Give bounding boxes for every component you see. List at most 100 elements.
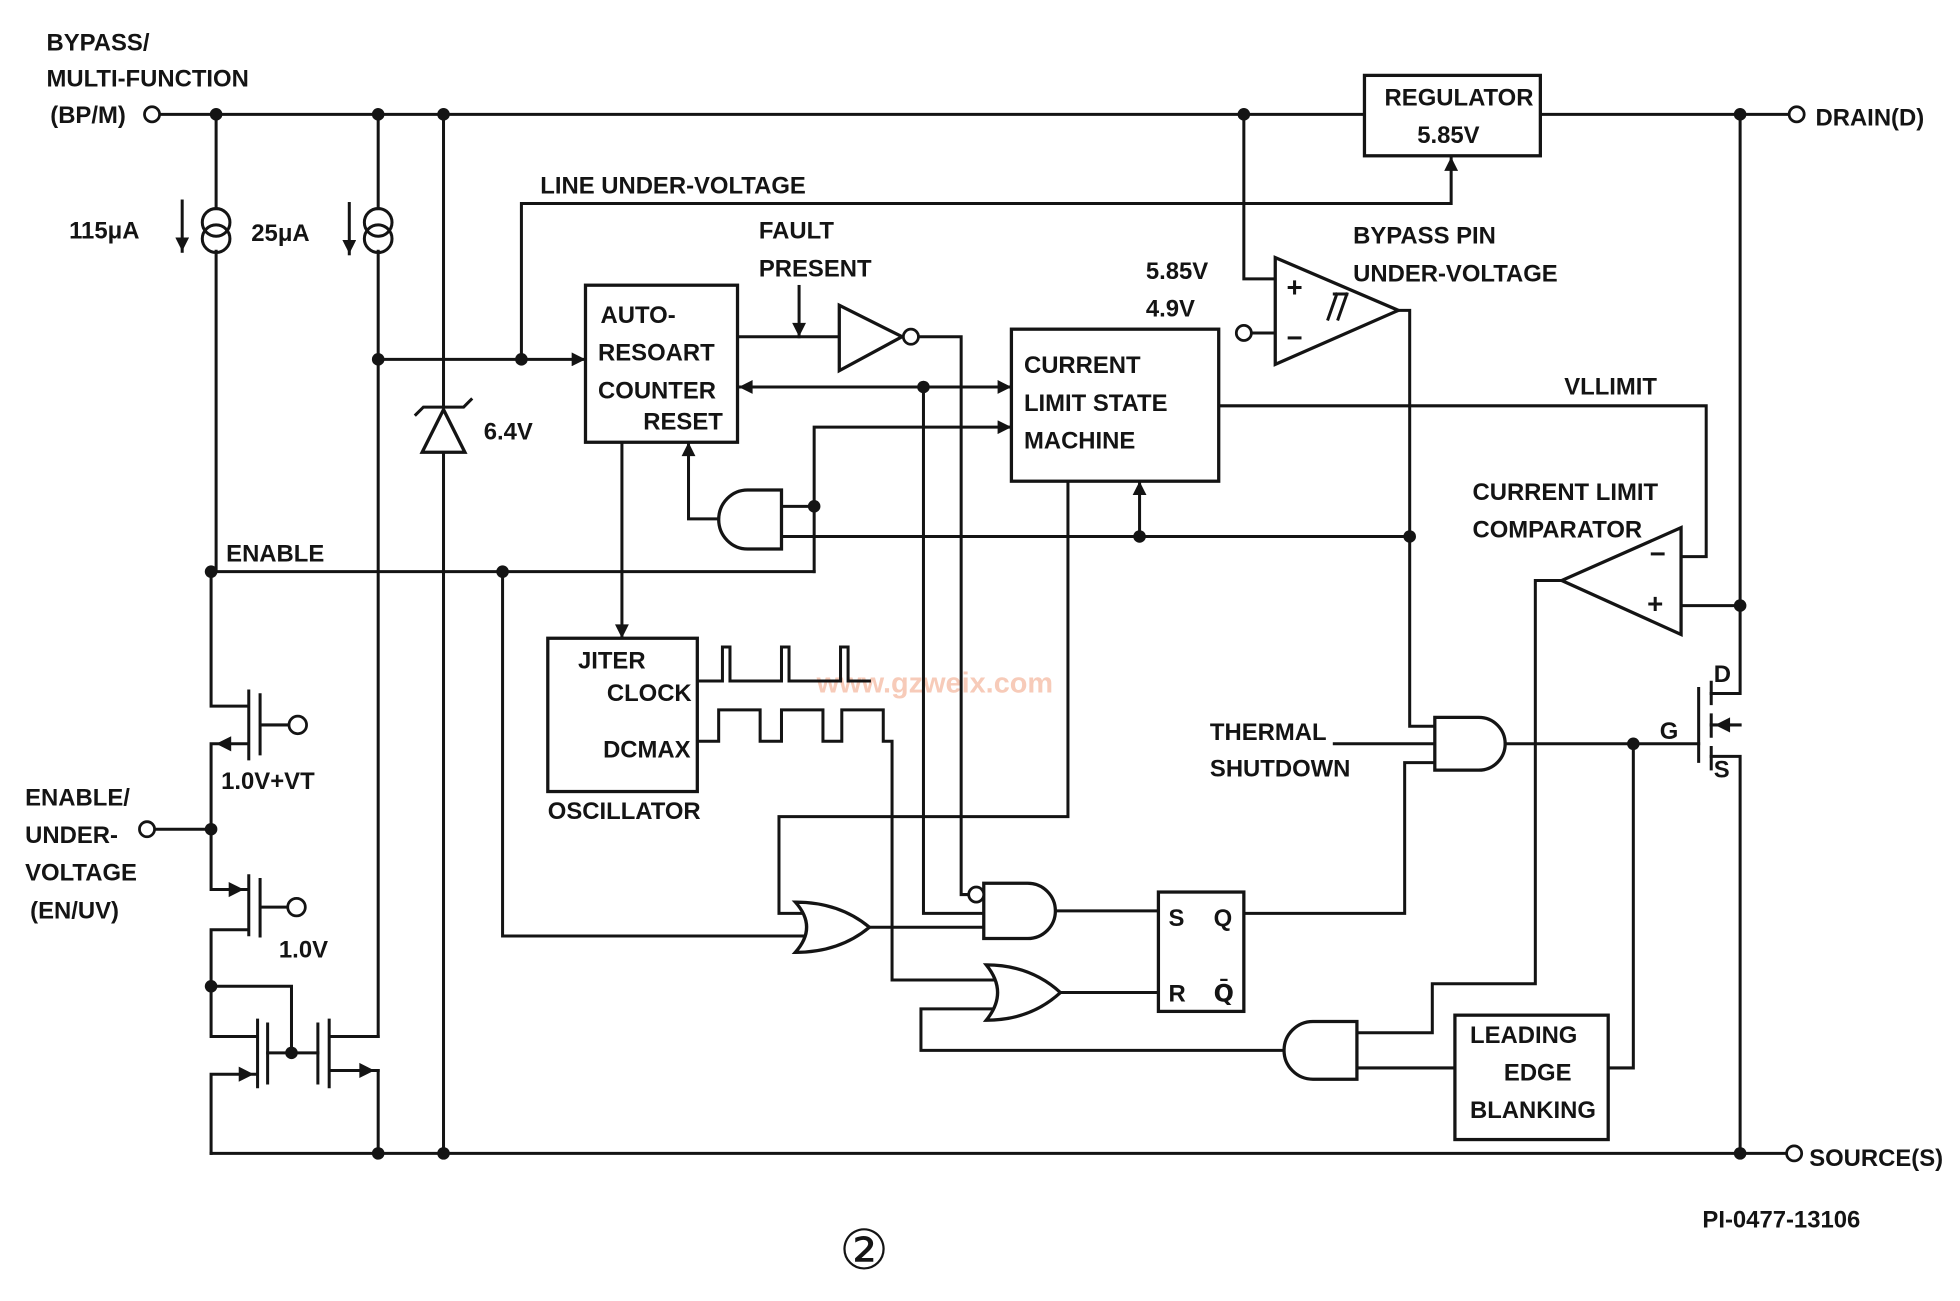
bypass-undervoltage-comparator: + − 5.85V 4.9V BYPASS PIN UNDER-VOLTAGE xyxy=(1146,223,1558,367)
present-label: PRESENT xyxy=(759,255,872,282)
power-mosfet: D G S xyxy=(1660,661,1731,783)
zener-voltage-label: 6.4V xyxy=(484,419,533,446)
auto-restart-line-3: COUNTER xyxy=(598,377,716,404)
auto-restart-line-1: AUTO- xyxy=(601,302,676,329)
cl-comparator-label-2: COMPARATOR xyxy=(1473,517,1643,544)
wire xyxy=(812,420,1013,574)
junction-dots xyxy=(204,108,1747,1160)
wire xyxy=(1396,308,1437,728)
current-limit-comparator: − + VLLIMIT CURRENT LIMIT COMPARATOR xyxy=(1473,374,1683,638)
current-source-115ua: 115μA xyxy=(69,199,232,255)
mosfet-drain-label: D xyxy=(1714,661,1731,688)
latch-set-label: S xyxy=(1168,905,1184,932)
leb-line-3: BLANKING xyxy=(1470,1097,1596,1124)
sr-latch: S Q R Q̄ xyxy=(1156,890,1246,1014)
enable-pin-label-4: (EN/UV) xyxy=(30,897,119,924)
oscillator-label: OSCILLATOR xyxy=(548,798,701,825)
wire xyxy=(1242,112,1277,281)
latch-set-and-gate xyxy=(967,881,1058,941)
fault-label: FAULT xyxy=(759,218,835,245)
enable-transistor-upper xyxy=(209,570,308,831)
lower-or-gate xyxy=(982,963,1063,1022)
bypass-comparator-label-2: UNDER-VOLTAGE xyxy=(1353,260,1558,287)
auto-restart-line-4: RESET xyxy=(643,409,723,436)
oscillator-clock-label: CLOCK xyxy=(607,680,693,707)
gate-drive-and-gate xyxy=(1433,715,1507,772)
cl-comparator-label-1: CURRENT LIMIT xyxy=(1473,479,1659,506)
wire xyxy=(777,479,1070,915)
thermal-label: THERMAL xyxy=(1210,719,1327,746)
fault-inverter xyxy=(837,302,920,374)
figure-number: ② xyxy=(839,1219,889,1283)
latch-reset-label: R xyxy=(1168,980,1185,1007)
leb-line-2: EDGE xyxy=(1504,1060,1572,1087)
enable-signal-label: ENABLE xyxy=(226,541,324,568)
restart-and-gate xyxy=(717,488,784,551)
oscillator-dcmax-label: DCMAX xyxy=(603,737,691,764)
part-number: PI-0477-13106 xyxy=(1702,1207,1860,1234)
regulator-block: REGULATOR 5.85V xyxy=(1362,73,1542,158)
hysteresis-icon xyxy=(1326,292,1349,322)
line-under-voltage-label: LINE UNDER-VOLTAGE xyxy=(540,172,806,199)
enable-pin-label-2: UNDER- xyxy=(25,822,118,849)
vllimit-label: VLLIMIT xyxy=(1564,374,1657,401)
source-pin: SOURCE(S) xyxy=(1785,1144,1943,1172)
current-source-25ua: 25μA xyxy=(251,202,394,256)
oscillator-jitter-label: JITER xyxy=(578,647,646,674)
upper-or-gate xyxy=(791,900,872,954)
enable-pin-label-1: ENABLE/ xyxy=(25,784,130,811)
clsm-line-1: CURRENT xyxy=(1024,352,1141,379)
cl-comparator-minus: − xyxy=(1650,538,1666,569)
bypass-threshold-high: 5.85V xyxy=(1146,258,1208,285)
watermark: www.gzweix.com xyxy=(816,667,1053,699)
clsm-line-2: LIMIT STATE xyxy=(1024,390,1168,417)
regulator-voltage: 5.85V xyxy=(1417,122,1479,149)
wire xyxy=(921,385,990,915)
enable-pin-label-3: VOLTAGE xyxy=(25,860,137,887)
current-mirror xyxy=(209,984,380,1155)
enable-threshold-upper: 1.0V+VT xyxy=(221,768,315,795)
drain-pin-label: DRAIN(D) xyxy=(1816,105,1925,132)
watermark-url: www.gzweix.com xyxy=(816,667,1053,699)
enable-threshold-lower: 1.0V xyxy=(279,936,328,963)
drain-pin: DRAIN(D) xyxy=(1787,105,1925,132)
wire-line-under-voltage xyxy=(519,155,1459,361)
bypass-comparator-label-1: BYPASS PIN xyxy=(1353,223,1496,250)
source-pin-label: SOURCE(S) xyxy=(1809,1145,1943,1172)
blanking-and-gate xyxy=(1282,1019,1359,1081)
clock-waveform xyxy=(695,645,871,683)
latch-qbar-label: Q̄ xyxy=(1214,978,1234,1007)
enable-undervoltage-pin: ENABLE/ UNDER- VOLTAGE (EN/UV) xyxy=(25,784,156,924)
current-25ua-label: 25μA xyxy=(251,220,309,247)
bypass-pin: BYPASS/ MULTI-FUNCTION (BP/M) xyxy=(46,29,248,129)
wire xyxy=(1606,742,1635,1070)
wire xyxy=(681,440,721,521)
latch-q-label: Q xyxy=(1214,905,1233,932)
wire xyxy=(916,335,971,897)
labels: LINE UNDER-VOLTAGE FAULT PRESENT ENABLE … xyxy=(221,172,1860,1282)
leading-edge-blanking: LEADING EDGE BLANKING xyxy=(1453,1013,1610,1142)
bypass-threshold-low: 4.9V xyxy=(1146,296,1195,323)
bypass-pin-label-3: (BP/M) xyxy=(50,102,126,129)
bypass-pin-label-1: BYPASS/ xyxy=(46,29,149,56)
mosfet-source-label: S xyxy=(1714,757,1730,784)
clsm-line-3: MACHINE xyxy=(1024,428,1135,455)
current-limit-state-machine: CURRENT LIMIT STATE MACHINE xyxy=(1009,327,1221,483)
auto-restart-line-2: RESOART xyxy=(598,340,715,367)
wire xyxy=(501,570,810,938)
leb-line-1: LEADING xyxy=(1470,1022,1577,1049)
wire xyxy=(919,1007,1286,1052)
cl-comparator-plus: + xyxy=(1647,588,1663,619)
wire-drain xyxy=(1709,112,1742,696)
dcmax-waveform xyxy=(695,708,1002,982)
shutdown-label: SHUTDOWN xyxy=(1210,755,1351,782)
wire-vllimit xyxy=(1217,404,1708,559)
bypass-pin-label-2: MULTI-FUNCTION xyxy=(46,66,248,93)
wire-source xyxy=(1709,723,1742,1155)
wire xyxy=(1242,761,1437,915)
mosfet-gate-label: G xyxy=(1660,718,1679,745)
auto-restart-counter: AUTO- RESOART COUNTER RESET xyxy=(583,283,740,444)
oscillator-block: JITER CLOCK DCMAX OSCILLATOR xyxy=(546,636,701,825)
current-115ua-label: 115μA xyxy=(69,218,139,245)
